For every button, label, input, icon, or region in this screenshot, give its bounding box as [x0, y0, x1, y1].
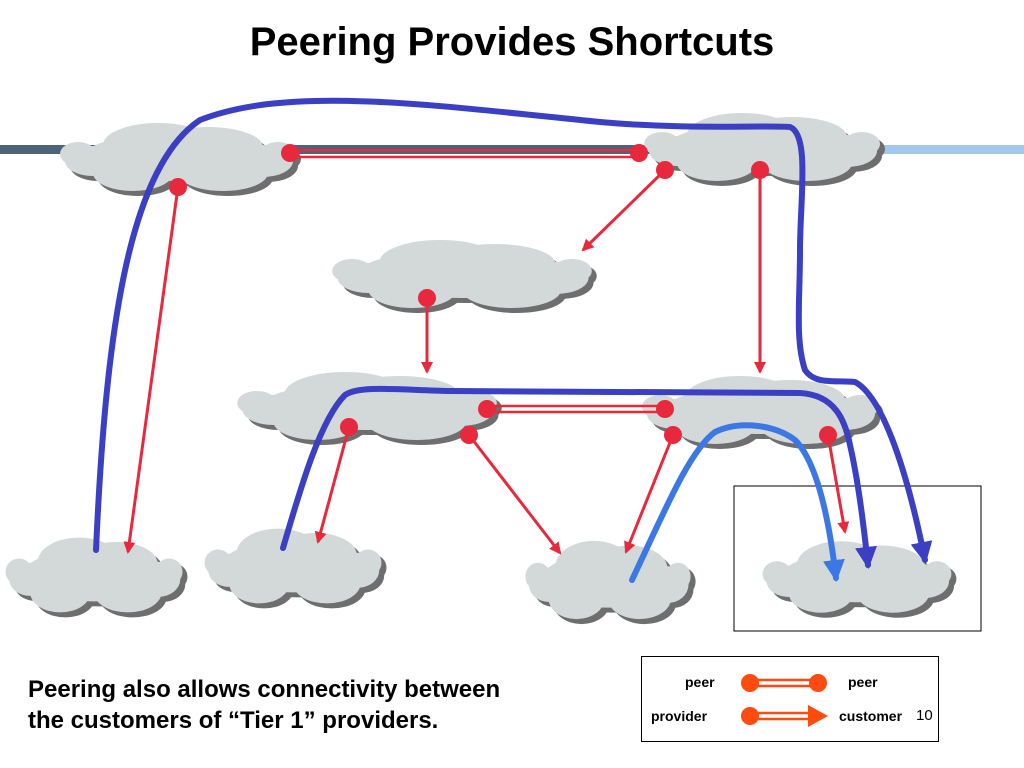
node-middle-provider [418, 289, 436, 307]
peer-link-tier1 [291, 148, 638, 159]
link-t2left-to-cust2 [314, 426, 351, 544]
slide-caption: Peering also allows connectivity between… [28, 674, 628, 736]
header-bar-left [0, 145, 80, 154]
path-customer4-to-customer2 [280, 385, 877, 569]
link-t2left-to-cust3 [467, 434, 562, 555]
cloud-customer-3 [525, 540, 696, 625]
node-t1left-peer [281, 144, 299, 162]
path-customer4-to-customer3 [629, 422, 845, 583]
node-t1right-peer [630, 144, 648, 162]
legend-customer-label: customer [839, 708, 903, 724]
caption-line-1: Peering also allows connectivity between [28, 676, 501, 703]
slide-title: Peering Provides Shortcuts [249, 20, 775, 64]
node-t1left-provider [169, 178, 187, 196]
peer-link-tier2 [487, 404, 664, 414]
legend-peer-symbol [741, 674, 827, 692]
node-t2left-provider-b [460, 426, 478, 444]
page-number: 10 [916, 707, 933, 724]
legend-box [641, 656, 939, 742]
cloud-customer-2 [204, 528, 387, 609]
link-t1left-to-cust1 [123, 186, 180, 554]
path-customer4-to-customer1 [93, 97, 933, 564]
link-t2right-to-cust3 [624, 434, 675, 554]
cloud-customer-4 [762, 541, 957, 618]
node-t1right-provider-a [656, 161, 674, 179]
cloud-middle-provider [332, 240, 597, 313]
legend-provider-symbol [741, 705, 828, 727]
node-t2left-provider-a [340, 418, 358, 436]
legend-peer-right-label: peer [848, 674, 878, 690]
legend-provider-label: provider [651, 708, 708, 724]
legend-peer-left-label: peer [685, 674, 715, 690]
node-t2right-peer [656, 400, 674, 418]
link-t1right-to-middle [581, 168, 667, 252]
node-t2right-provider-a [664, 426, 682, 444]
node-t2right-provider-b [819, 426, 837, 444]
header-bar-right [870, 145, 1024, 154]
node-t2left-peer [478, 400, 496, 418]
caption-line-2: the customers of “Tier 1” providers. [28, 707, 439, 734]
node-t1right-provider-b [751, 161, 769, 179]
link-t2right-to-cust4 [826, 434, 850, 534]
